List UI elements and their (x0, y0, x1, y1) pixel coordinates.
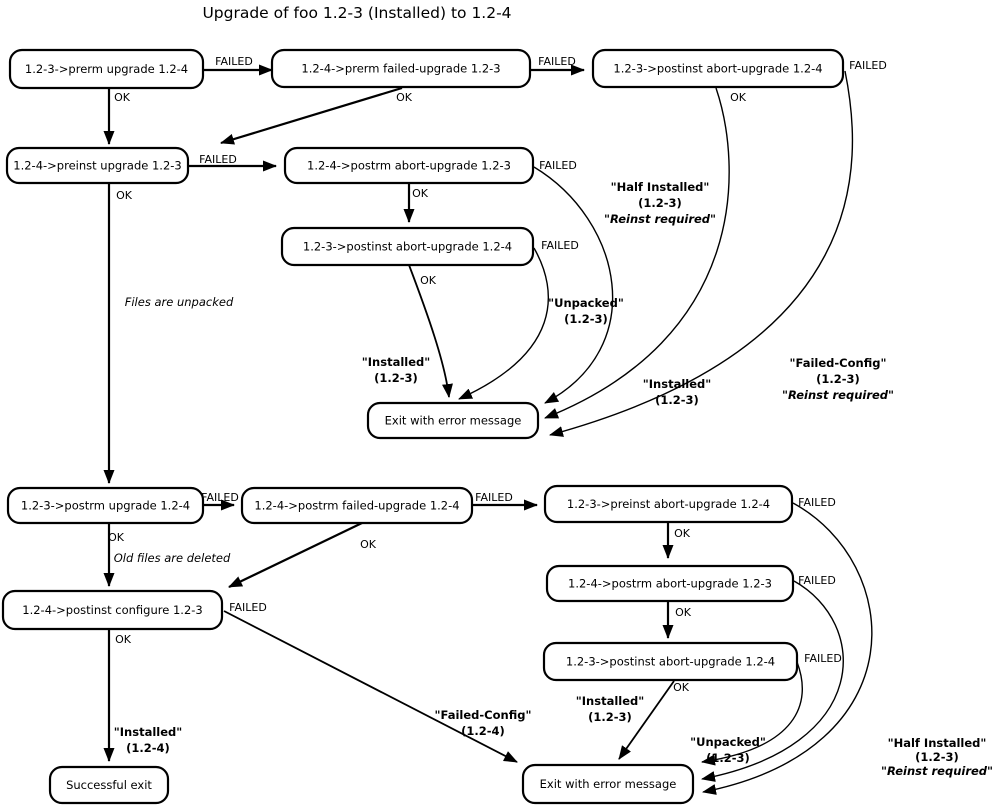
label-failed-9: FAILED (798, 496, 836, 509)
label-failed-config-bottom: "Failed-Config"(1.2-4) (435, 708, 532, 738)
label-half-installed-top: "Half Installed"(1.2-3)"Reinst required" (604, 180, 716, 226)
node-exit-error-top: Exit with error message (366, 401, 540, 440)
node-box (8, 48, 205, 90)
node-box (283, 146, 535, 185)
label-installed-top-right: "Installed"(1.2-3) (643, 377, 711, 407)
node-label: Successful exit (66, 778, 152, 792)
node-label: 1.2-4->prerm failed-upgrade 1.2-3 (301, 62, 500, 76)
label-failed-3: FAILED (849, 59, 887, 72)
node-prerm-upgrade: 1.2-3->prerm upgrade 1.2-4 (8, 48, 205, 90)
node-label: 1.2-3->postinst abort-upgrade 1.2-4 (303, 240, 512, 254)
label-ok-4: OK (116, 189, 133, 202)
node-box (6, 486, 205, 525)
node-preinst-upgrade: 1.2-4->preinst upgrade 1.2-3 (5, 146, 190, 185)
edge-preinst-abort-failed-to-exit (702, 502, 873, 795)
edge-postinst-abort-bottom-failed-to-exit (701, 661, 804, 766)
node-box (591, 48, 845, 89)
node-label: 1.2-4->preinst upgrade 1.2-3 (13, 159, 181, 173)
edge-postinst-abort-mid-failed-to-exit (458, 247, 550, 400)
node-postinst-abort-upgrade-mid: 1.2-3->postinst abort-upgrade 1.2-4 (280, 226, 535, 267)
node-box (5, 146, 190, 185)
node-postrm-abort-upgrade-bottom: 1.2-4->postrm abort-upgrade 1.2-3 (545, 564, 795, 603)
node-box (542, 641, 799, 682)
node-label: 1.2-3->prerm upgrade 1.2-4 (25, 62, 188, 76)
edge-prerm-failed-ok-to-preinst (220, 86, 403, 145)
label-ok-12: OK (673, 681, 690, 694)
node-prerm-failed-upgrade: 1.2-4->prerm failed-upgrade 1.2-3 (270, 48, 532, 89)
node-exit-error-bottom: Exit with error message (521, 763, 695, 805)
node-label: 1.2-3->preinst abort-upgrade 1.2-4 (567, 497, 770, 511)
edge-postrm-abort-bottom-failed-to-exit (701, 580, 844, 782)
label-ok-8: OK (360, 538, 377, 551)
label-unpacked-bottom: "Unpacked"(1.2-3) (690, 735, 766, 765)
label-ok-7: OK (108, 531, 125, 544)
label-failed-2: FAILED (538, 55, 576, 68)
label-failed-8: FAILED (475, 491, 513, 504)
node-box (366, 401, 540, 440)
node-box (1, 589, 224, 631)
node-box (521, 763, 695, 805)
node-box (270, 48, 532, 89)
nodes-layer: 1.2-3->prerm upgrade 1.2-4 1.2-4->prerm f… (1, 48, 845, 805)
label-ok-10: OK (675, 606, 692, 619)
node-preinst-abort-upgrade: 1.2-3->preinst abort-upgrade 1.2-4 (543, 484, 794, 524)
edge-postinst-abort-bottom-ok-to-exit (618, 680, 675, 760)
label-old-files-deleted: Old files are deleted (114, 551, 231, 565)
label-ok-6: OK (420, 274, 437, 287)
label-installed-bottom-left: "Installed"(1.2-4) (114, 725, 182, 755)
edge-postinst-abort-top-failed-to-exit (549, 70, 854, 437)
node-label: 1.2-4->postrm abort-upgrade 1.2-3 (307, 159, 511, 173)
label-ok-9: OK (674, 527, 691, 540)
label-failed-5: FAILED (539, 159, 577, 172)
node-postrm-abort-upgrade-mid: 1.2-4->postrm abort-upgrade 1.2-3 (283, 146, 535, 185)
node-postinst-abort-upgrade-top: 1.2-3->postinst abort-upgrade 1.2-4 (591, 48, 845, 89)
node-label: 1.2-4->postrm abort-upgrade 1.2-3 (568, 577, 772, 591)
label-failed-6: FAILED (541, 239, 579, 252)
node-label: 1.2-3->postinst abort-upgrade 1.2-4 (566, 655, 775, 669)
label-failed-10: FAILED (798, 574, 836, 587)
node-box (543, 484, 794, 524)
node-postinst-abort-upgrade-bottom: 1.2-3->postinst abort-upgrade 1.2-4 (542, 641, 799, 682)
label-failed-11: FAILED (229, 601, 267, 614)
node-postrm-failed-upgrade: 1.2-4->postrm failed-upgrade 1.2-4 (240, 486, 474, 525)
node-label: Exit with error message (385, 414, 522, 428)
label-ok-11: OK (115, 633, 132, 646)
label-failed-12: FAILED (804, 652, 842, 665)
diagram-title: Upgrade of foo 1.2-3 (Installed) to 1.2-… (202, 4, 511, 22)
label-ok-2: OK (396, 91, 413, 104)
labels-layer: FAILED FAILED FAILED OK OK OK FAILED FAILED OK OK… (108, 55, 993, 778)
edge-postinst-abort-mid-ok-to-exit (408, 264, 453, 398)
label-failed-7: FAILED (201, 491, 239, 504)
node-box (280, 226, 535, 267)
label-files-unpacked: Files are unpacked (125, 295, 234, 309)
label-ok-3: OK (730, 91, 747, 104)
node-postrm-upgrade: 1.2-3->postrm upgrade 1.2-4 (6, 486, 205, 525)
node-successful-exit: Successful exit (48, 765, 170, 805)
node-label: 1.2-3->postinst abort-upgrade 1.2-4 (613, 62, 822, 76)
node-box (48, 765, 170, 805)
edge-postrm-abort-mid-failed-to-exit (533, 166, 614, 404)
label-failed-config-top: "Failed-Config"(1.2-3)"Reinst required" (782, 356, 894, 402)
node-box (240, 486, 474, 525)
label-failed-1: FAILED (215, 55, 253, 68)
label-failed-4: FAILED (199, 153, 237, 166)
edge-configure-failed-to-exit (223, 610, 518, 763)
label-installed-top-left: "Installed"(1.2-3) (362, 355, 430, 385)
node-label: 1.2-4->postrm failed-upgrade 1.2-4 (254, 499, 459, 513)
node-label: Exit with error message (540, 777, 677, 791)
label-ok-1: OK (114, 91, 131, 104)
label-installed-bottom-mid: "Installed"(1.2-3) (576, 694, 644, 724)
edges-layer (103, 64, 873, 795)
node-box (545, 564, 795, 603)
label-ok-5: OK (412, 187, 429, 200)
node-postinst-configure: 1.2-4->postinst configure 1.2-3 (1, 589, 224, 631)
label-half-installed-bottom: "Half Installed"(1.2-3)"Reinst required" (881, 736, 993, 778)
edge-postrm-failed-ok-to-configure (228, 522, 363, 588)
label-unpacked-top: "Unpacked"(1.2-3) (548, 296, 624, 326)
node-label: 1.2-4->postinst configure 1.2-3 (22, 603, 202, 617)
edge-postinst-abort-top-ok-to-exit (544, 87, 730, 419)
node-label: 1.2-3->postrm upgrade 1.2-4 (21, 499, 190, 513)
